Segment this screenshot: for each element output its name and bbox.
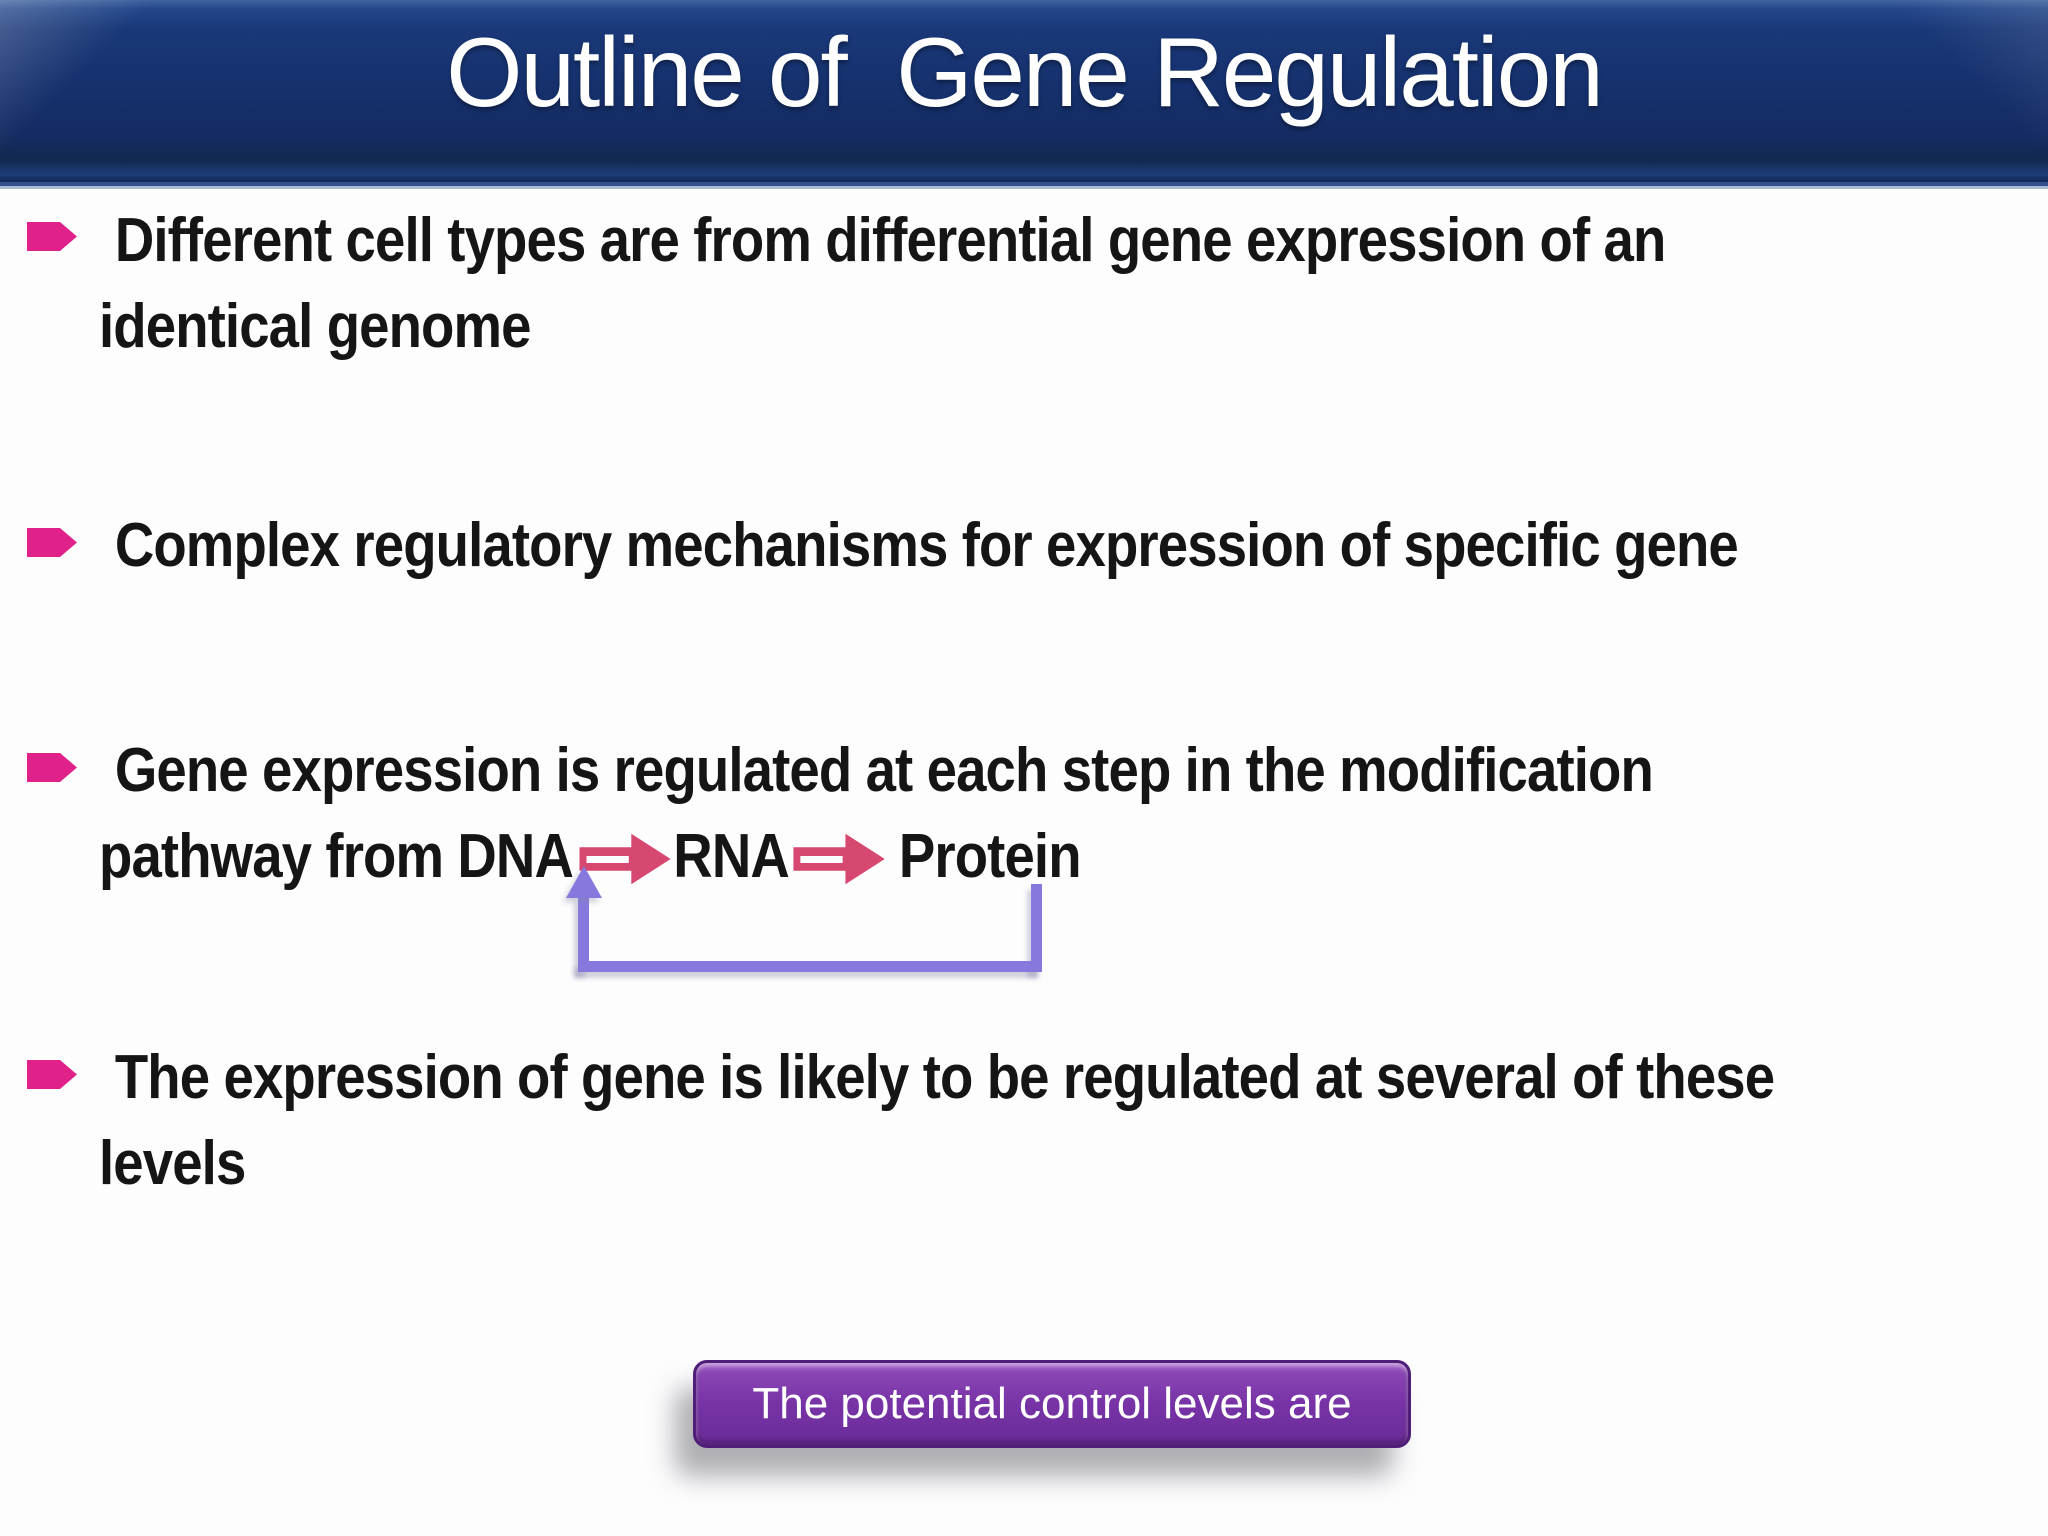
bullet-item-complex-mechanisms: Complex regulatory mechanisms for expres…: [99, 503, 1739, 589]
bullet-line: levels: [99, 1129, 246, 1198]
page-title: Outline of Gene Regulation: [446, 16, 1603, 127]
pathway-text-rna: RNA: [673, 822, 789, 891]
bullet-line: identical genome: [99, 292, 531, 361]
bullet-arrow-icon: [27, 753, 77, 782]
bullet-line: The expression of gene is likely to be r…: [114, 1043, 1775, 1112]
feedback-arrow: [578, 961, 1042, 972]
bullet-item-several-levels: The expression of gene is likely to be r…: [99, 1035, 1775, 1207]
bullet-arrow-icon: [27, 1060, 77, 1089]
bullet-arrow-icon: [27, 528, 77, 557]
feedback-arrow: [578, 896, 589, 972]
pathway-text-dna: pathway from DNA: [99, 822, 574, 891]
bullet-arrow-icon: [27, 222, 77, 251]
bullet-line: Gene expression is regulated at each ste…: [114, 736, 1654, 805]
bullet-line: Different cell types are from differenti…: [114, 206, 1667, 275]
control-levels-button-label: The potential control levels are: [752, 1379, 1352, 1428]
bullet-item-differential-expression: Different cell types are from differenti…: [99, 198, 1667, 370]
right-arrow-icon: [793, 833, 885, 885]
title-banner: Outline of Gene Regulation: [0, 0, 2048, 186]
bullet-item-regulation-steps: Gene expression is regulated at each ste…: [99, 728, 1654, 900]
feedback-arrow: [1031, 884, 1042, 972]
pathway-text-protein: Protein: [898, 822, 1082, 891]
pathway-line: pathway from DNA RNA Protein: [99, 814, 1653, 900]
control-levels-button[interactable]: The potential control levels are: [693, 1360, 1411, 1448]
bullet-line: Complex regulatory mechanisms for expres…: [114, 511, 1739, 580]
feedback-arrowhead-icon: [566, 866, 602, 898]
